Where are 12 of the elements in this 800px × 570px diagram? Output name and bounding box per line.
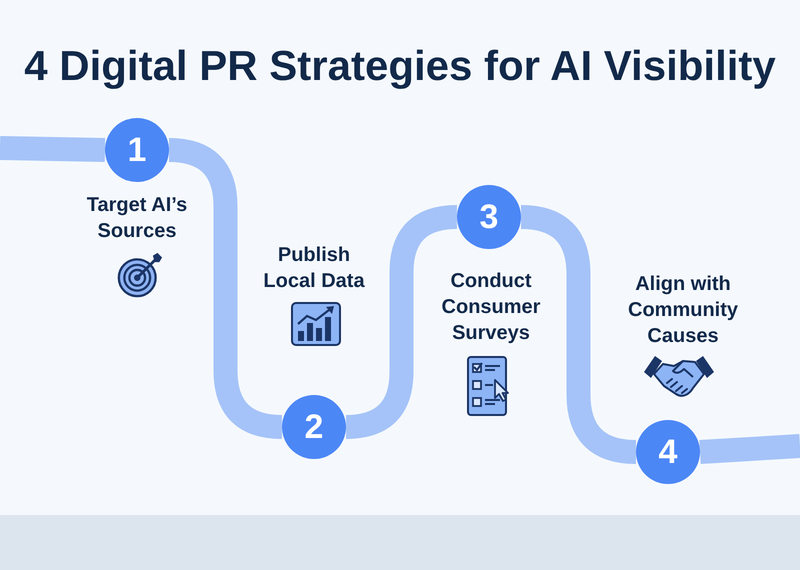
step-title: Publish Local Data bbox=[262, 243, 366, 294]
winding-path bbox=[0, 136, 106, 162]
step-title: Target AI’s Sources bbox=[86, 193, 188, 244]
winding-path bbox=[345, 205, 458, 439]
step-circle: 3 bbox=[457, 185, 521, 249]
title: 4 Digital PR Strategies for AI Visibility bbox=[24, 41, 776, 91]
step-title: Conduct Consumer Surveys bbox=[440, 269, 542, 346]
step-circle: 4 bbox=[636, 420, 700, 484]
step-circle: 2 bbox=[282, 395, 346, 459]
winding-path bbox=[699, 434, 800, 464]
step-circle: 1 bbox=[105, 118, 169, 182]
step-title: Align with Community Causes bbox=[627, 272, 739, 349]
